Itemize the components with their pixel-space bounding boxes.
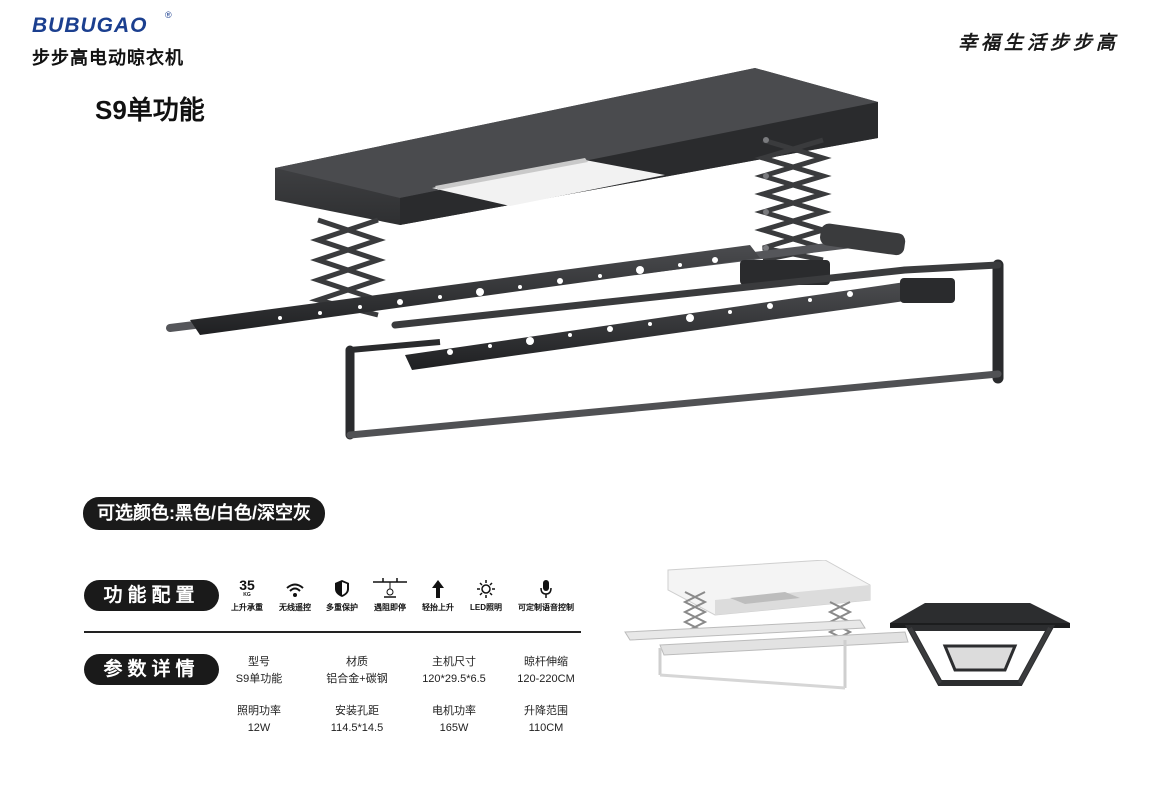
arrow-up-icon xyxy=(417,576,459,598)
feature-label: 无线遥控 xyxy=(279,603,311,612)
wifi-icon xyxy=(274,576,316,598)
product-hero-image xyxy=(166,68,1004,440)
sun-icon xyxy=(464,576,508,598)
spec-value: 12W xyxy=(247,722,271,734)
spec-value: 铝合金+碳钢 xyxy=(326,673,388,685)
registered-mark: ® xyxy=(165,10,172,20)
spec-label: 材质 xyxy=(346,656,368,668)
feature-label: 多重保护 xyxy=(326,603,358,612)
obstacle-stop-icon xyxy=(368,576,412,598)
spec-label: 晾杆伸缩 xyxy=(524,656,568,668)
spec-motor-power: 电机功率 165W xyxy=(399,703,509,737)
spec-host-size: 主机尺寸 120*29.5*6.5 xyxy=(399,654,509,688)
feature-multi-protection: 多重保护 xyxy=(321,576,363,613)
feature-label: 上升承重 xyxy=(231,603,263,612)
model-title: S9单功能 xyxy=(95,95,205,125)
feature-label: 可定制语音控制 xyxy=(518,603,574,612)
product-black-variant-image xyxy=(890,603,1070,686)
shield-icon xyxy=(321,576,363,598)
spec-value: 165W xyxy=(439,722,469,734)
section-divider xyxy=(84,631,581,633)
spec-label: 电机功率 xyxy=(432,705,476,717)
spec-label: 升降范围 xyxy=(524,705,568,717)
feature-label: 遇阻即停 xyxy=(374,603,406,612)
feature-label: 轻抬上升 xyxy=(422,603,454,612)
spec-value: 114.5*14.5 xyxy=(330,722,384,734)
features-heading: 功能配置 xyxy=(84,580,219,611)
color-options-badge: 可选颜色:黑色/白色/深空灰 xyxy=(83,497,325,530)
feature-soft-lift: 轻抬上升 xyxy=(417,576,459,613)
feature-obstacle-stop: 遇阻即停 xyxy=(368,576,412,613)
spec-label: 照明功率 xyxy=(237,705,281,717)
feature-voice-control: 可定制语音控制 xyxy=(514,576,578,613)
spec-label: 主机尺寸 xyxy=(432,656,476,668)
spec-light-power: 照明功率 12W xyxy=(204,703,314,737)
spec-value: S9单功能 xyxy=(235,673,283,685)
brand-logo: BUBUGAO xyxy=(32,14,148,37)
microphone-icon xyxy=(514,576,578,598)
spec-lift-range: 升降范围 110CM xyxy=(491,703,601,737)
slogan: 幸福生活步步高 xyxy=(957,32,1119,54)
spec-rod-extension: 晾杆伸缩 120-220CM xyxy=(491,654,601,688)
spec-label: 安装孔距 xyxy=(335,705,379,717)
feature-label: LED照明 xyxy=(470,603,502,612)
feature-led-light: LED照明 xyxy=(464,576,508,613)
product-white-variant-image xyxy=(624,560,909,690)
spec-value: 120*29.5*6.5 xyxy=(422,673,486,685)
brand-name: 步步高电动晾衣机 xyxy=(32,48,184,68)
feature-wireless-remote: 无线遥控 xyxy=(274,576,316,613)
spec-hole-distance: 安装孔距 114.5*14.5 xyxy=(302,703,412,737)
spec-value: 110CM xyxy=(528,722,564,734)
spec-value: 120-220CM xyxy=(517,673,575,685)
spec-model: 型号 S9单功能 xyxy=(204,654,314,688)
spec-label: 型号 xyxy=(248,656,270,668)
specs-heading: 参数详情 xyxy=(84,654,219,685)
spec-material: 材质 铝合金+碳钢 xyxy=(302,654,412,688)
